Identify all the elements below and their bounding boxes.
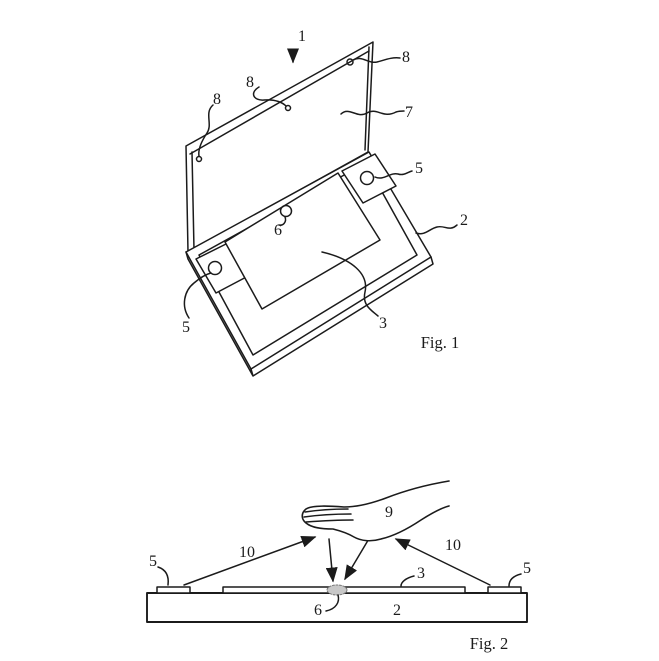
hand-outline bbox=[301, 480, 450, 542]
leader-8-right-curl bbox=[346, 58, 354, 66]
figure-1-drawing: 1 8 8 8 7 5 2 6 5 3 Fig. 1 bbox=[182, 28, 468, 377]
fig2-label-5-right: 5 bbox=[523, 560, 531, 577]
leader-7 bbox=[340, 110, 405, 116]
fig1-label-2: 2 bbox=[460, 212, 468, 229]
leader-8-top-curl bbox=[284, 104, 292, 112]
fig2-label-5-left: 5 bbox=[149, 553, 157, 570]
leader-2 bbox=[415, 224, 458, 235]
fig1-label-5-top-right: 5 bbox=[415, 160, 423, 177]
tap-arrow-right bbox=[344, 536, 371, 581]
sensor-pad-left-side-view bbox=[156, 586, 191, 594]
fig1-label-3: 3 bbox=[379, 315, 387, 332]
base-thickness-edges bbox=[185, 251, 434, 377]
tap-arrow-left bbox=[325, 538, 338, 583]
transducer-circle-top-right bbox=[359, 170, 375, 186]
leader-8-left-curl bbox=[195, 155, 203, 163]
fig1-label-1: 1 bbox=[298, 28, 306, 45]
sensor-pad-top-right bbox=[341, 153, 397, 204]
fig2-label-6: 6 bbox=[314, 602, 322, 619]
leader-8-left bbox=[198, 104, 214, 157]
leader-8-top bbox=[252, 86, 287, 107]
transducer-circle-bottom-left bbox=[207, 260, 223, 276]
base-side-view bbox=[146, 592, 528, 623]
fig1-label-5-bottom-left: 5 bbox=[182, 319, 190, 336]
fig1-label-8-left: 8 bbox=[213, 91, 221, 108]
wave-line-10-right bbox=[394, 538, 491, 586]
touch-plate-outline bbox=[224, 172, 381, 310]
fig1-label-6: 6 bbox=[274, 222, 282, 239]
leader-3-fig2 bbox=[400, 575, 415, 587]
leader-8-right bbox=[352, 57, 401, 64]
lid-left-rim-line bbox=[191, 151, 195, 251]
leader-5-right bbox=[508, 573, 522, 587]
element-6-circle bbox=[279, 204, 293, 218]
leader-6-fig2 bbox=[325, 594, 340, 612]
fig2-label-9: 9 bbox=[385, 504, 393, 521]
hand-finger-line-3 bbox=[305, 519, 354, 523]
fig2-label-3: 3 bbox=[417, 565, 425, 582]
leader-5-bottom-left bbox=[183, 272, 212, 319]
lid-right-rim-line bbox=[364, 46, 370, 151]
fig1-label-8-right: 8 bbox=[402, 49, 410, 66]
hand-finger-line-1 bbox=[304, 508, 349, 513]
fig1-caption: Fig. 1 bbox=[421, 333, 460, 352]
fig2-label-10-right: 10 bbox=[445, 537, 461, 554]
figure-2-drawing: 9 10 10 5 5 3 6 2 Fig. 2 bbox=[146, 480, 531, 653]
contact-spot-6 bbox=[326, 584, 348, 596]
fig2-caption: Fig. 2 bbox=[470, 634, 509, 653]
sensor-pad-right-side-view bbox=[487, 586, 522, 594]
hand-finger-line-2 bbox=[303, 513, 352, 518]
fig2-label-2: 2 bbox=[393, 602, 401, 619]
fig1-label-8-top: 8 bbox=[246, 74, 254, 91]
element-6-tail bbox=[278, 216, 287, 226]
wave-line-10-left bbox=[183, 536, 317, 586]
fig1-label-7: 7 bbox=[405, 104, 413, 121]
leader-5-top-right bbox=[374, 170, 413, 179]
leader-5-left bbox=[157, 566, 169, 586]
leader-3 bbox=[321, 251, 379, 317]
fig2-label-10-left: 10 bbox=[239, 544, 255, 561]
